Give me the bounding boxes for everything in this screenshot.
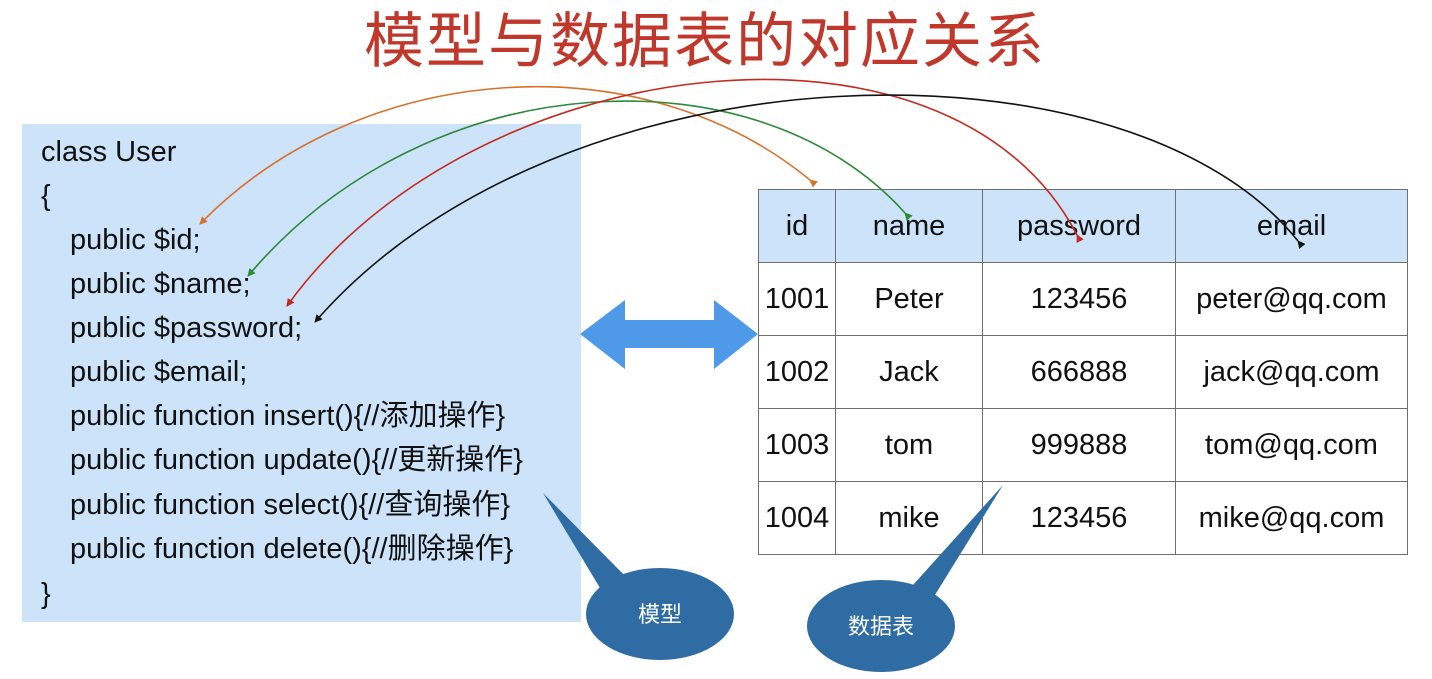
code-line-open-brace: {	[41, 180, 51, 212]
table-cell-name: tom	[835, 408, 983, 482]
table-cell-name: mike	[835, 481, 983, 555]
column-header-email: email	[1175, 189, 1408, 263]
code-line-insert-method: public function insert(){//添加操作}	[70, 400, 506, 432]
code-line-close-brace: }	[41, 578, 51, 610]
table-cell-name: Peter	[835, 262, 983, 336]
model-callout-label: 模型	[638, 603, 682, 628]
code-line-name-property: public $name;	[70, 268, 251, 300]
code-line-email-property: public $email;	[70, 356, 248, 388]
page-title: 模型与数据表的对应关系	[364, 7, 1046, 77]
table-cell-email: jack@qq.com	[1175, 335, 1408, 409]
table-row: 1004 mike 123456 mike@qq.com	[758, 481, 1408, 555]
users-data-table: id name password email 1001 Peter 123456…	[758, 189, 1408, 555]
code-line-id-property: public $id;	[70, 224, 201, 256]
table-header-row: id name password email	[758, 189, 1408, 263]
code-line-delete-method: public function delete(){//删除操作}	[70, 533, 514, 565]
table-cell-id: 1004	[758, 481, 836, 555]
table-cell-password: 123456	[982, 481, 1176, 555]
table-row: 1001 Peter 123456 peter@qq.com	[758, 262, 1408, 336]
bidirectional-arrow-icon	[580, 300, 758, 369]
table-cell-name: Jack	[835, 335, 983, 409]
table-cell-email: peter@qq.com	[1175, 262, 1408, 336]
column-header-name: name	[835, 189, 983, 263]
column-header-password: password	[982, 189, 1176, 263]
table-callout-label: 数据表	[848, 615, 914, 640]
table-cell-id: 1002	[758, 335, 836, 409]
code-line-update-method: public function update(){//更新操作}	[70, 444, 523, 476]
code-line-class-decl: class User	[41, 136, 177, 168]
table-cell-password: 999888	[982, 408, 1176, 482]
model-callout-ellipse	[586, 568, 734, 660]
table-cell-id: 1001	[758, 262, 836, 336]
table-cell-password: 666888	[982, 335, 1176, 409]
column-header-id: id	[758, 189, 836, 263]
code-line-password-property: public $password;	[70, 312, 303, 344]
model-code-panel: class User { public $id; public $name; p…	[22, 124, 581, 622]
table-row: 1003 tom 999888 tom@qq.com	[758, 408, 1408, 482]
table-callout-ellipse	[807, 580, 955, 672]
table-cell-password: 123456	[982, 262, 1176, 336]
table-cell-email: mike@qq.com	[1175, 481, 1408, 555]
table-cell-email: tom@qq.com	[1175, 408, 1408, 482]
table-cell-id: 1003	[758, 408, 836, 482]
table-row: 1002 Jack 666888 jack@qq.com	[758, 335, 1408, 409]
code-line-select-method: public function select(){//查询操作}	[70, 489, 511, 521]
